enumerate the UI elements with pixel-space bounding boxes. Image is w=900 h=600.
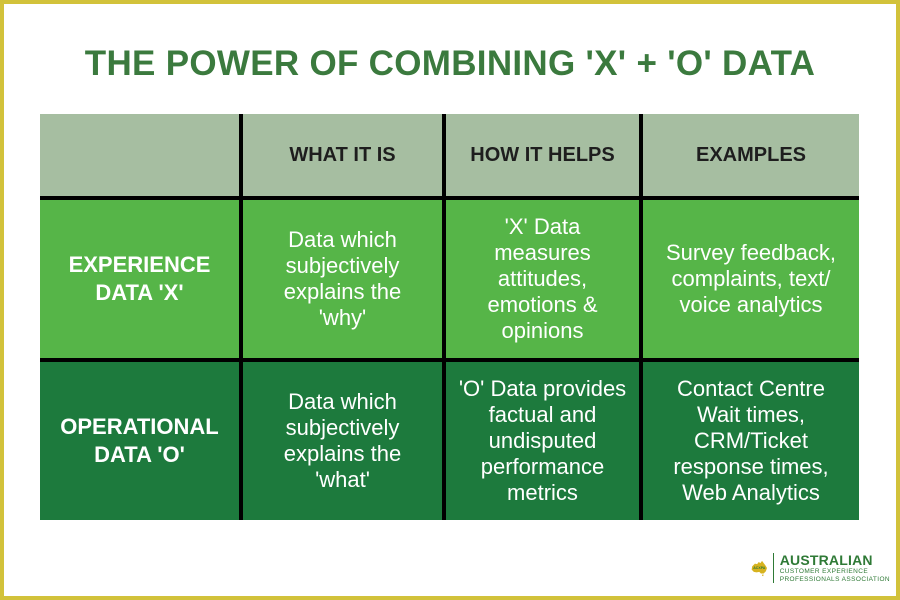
row-label-operational-text: OPERATIONAL DATA 'O' bbox=[60, 414, 219, 467]
experience-how-text: 'X' Data measures attitudes, emotions & … bbox=[487, 214, 598, 343]
acxpa-logo: ACXPA AUSTRALIAN CUSTOMER EXPERIENCE PRO… bbox=[750, 548, 890, 588]
header-how-it-helps: HOW IT HELPS bbox=[446, 114, 643, 200]
header-examples: EXAMPLES bbox=[643, 114, 859, 200]
experience-examples: Survey feedback, complaints, text/ voice… bbox=[643, 200, 859, 362]
operational-how-text: 'O' Data provides factual and undisputed… bbox=[458, 376, 627, 505]
page-title: THE POWER OF COMBINING 'X' + 'O' DATA bbox=[84, 44, 816, 83]
operational-how-it-helps: 'O' Data provides factual and undisputed… bbox=[446, 362, 643, 520]
logo-text: AUSTRALIAN CUSTOMER EXPERIENCE PROFESSIO… bbox=[780, 553, 890, 584]
logo-name: AUSTRALIAN bbox=[779, 551, 873, 568]
header-what-it-is: WHAT IT IS bbox=[243, 114, 446, 200]
experience-what-it-is: Data which subjectively explains the 'wh… bbox=[243, 200, 446, 362]
logo-subline-2: PROFESSIONALS ASSOCIATION bbox=[779, 576, 890, 583]
logo-subline-1: CUSTOMER EXPERIENCE bbox=[779, 567, 869, 575]
row-label-experience-text: EXPERIENCE DATA 'X' bbox=[68, 252, 211, 305]
row-label-experience: EXPERIENCE DATA 'X' bbox=[40, 200, 243, 362]
operational-examples: Contact Centre Wait times, CRM/Ticket re… bbox=[643, 362, 859, 520]
operational-examples-text: Contact Centre Wait times, CRM/Ticket re… bbox=[673, 376, 829, 505]
logo-abbr: ACXPA bbox=[753, 566, 766, 570]
experience-what-text: Data which subjectively explains the 'wh… bbox=[283, 227, 402, 330]
comparison-table: WHAT IT IS HOW IT HELPS EXAMPLES EXPERIE… bbox=[40, 114, 859, 520]
operational-what-text: Data which subjectively explains the 'wh… bbox=[283, 389, 402, 492]
operational-what-it-is: Data which subjectively explains the 'wh… bbox=[243, 362, 446, 520]
experience-examples-text: Survey feedback, complaints, text/ voice… bbox=[666, 240, 836, 317]
row-label-operational: OPERATIONAL DATA 'O' bbox=[40, 362, 243, 520]
header-cell-empty bbox=[40, 114, 243, 200]
logo-divider bbox=[772, 553, 774, 583]
experience-how-it-helps: 'X' Data measures attitudes, emotions & … bbox=[446, 200, 643, 362]
australia-map-icon: ACXPA bbox=[751, 560, 767, 577]
